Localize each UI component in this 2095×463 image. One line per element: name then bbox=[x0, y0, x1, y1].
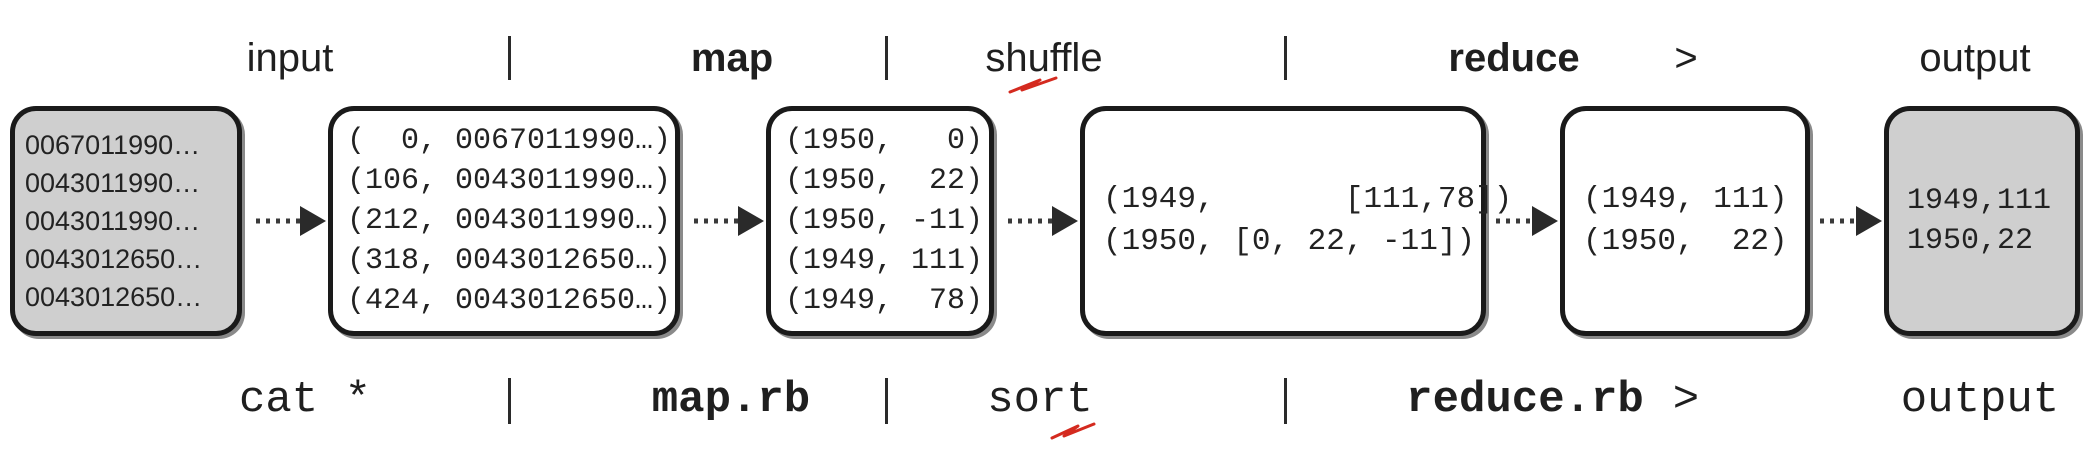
stage-label-shuffle: shuffle bbox=[985, 36, 1103, 80]
input-record: 0043011990… bbox=[25, 206, 201, 236]
map-output-pair: (1949, 111) bbox=[785, 244, 984, 278]
command-label-cat: cat * bbox=[238, 375, 372, 425]
arrow-reduce-to-output bbox=[1820, 206, 1882, 236]
stage-separator bbox=[508, 36, 511, 80]
input-records-box: 0067011990… 0043011990… 0043011990… 0043… bbox=[10, 106, 242, 336]
stage-separator bbox=[885, 36, 888, 80]
input-record: 0043011990… bbox=[25, 168, 201, 198]
command-separator bbox=[508, 378, 511, 424]
reduced-pair: (1949, 111) bbox=[1583, 182, 1788, 217]
map-output-pair: (1950, -11) bbox=[785, 204, 984, 238]
map-output-box: (1950, 0) (1950, 22) (1950, -11) (1949, … bbox=[766, 106, 994, 336]
reduced-pair: (1950, 22) bbox=[1583, 224, 1788, 259]
arrow-input-to-map bbox=[256, 206, 326, 236]
reduce-output-box: (1949, 111) (1950, 22) bbox=[1560, 106, 1810, 336]
stage-label-pipe: > bbox=[1674, 36, 1698, 80]
map-output-pair: (1950, 22) bbox=[785, 164, 984, 198]
command-label-reduce: reduce.rb bbox=[1406, 375, 1644, 425]
stage-label-input: input bbox=[246, 36, 334, 80]
command-label-map: map.rb bbox=[651, 375, 811, 425]
arrow-map-to-map-output bbox=[694, 206, 764, 236]
red-annotation-mark bbox=[1008, 76, 1058, 94]
stage-separator bbox=[1284, 36, 1287, 80]
map-input-pair: (318, 0043012650…) bbox=[347, 244, 672, 278]
map-output-pair: (1950, 0) bbox=[785, 124, 984, 158]
input-record: 0067011990… bbox=[25, 130, 201, 160]
red-annotation-mark bbox=[1050, 422, 1096, 440]
input-record: 0043012650… bbox=[25, 282, 203, 312]
command-label-pipe: > bbox=[1672, 375, 1700, 425]
grouped-pair: (1950, [0, 22, -11]) bbox=[1103, 224, 1476, 259]
map-output-pair: (1949, 78) bbox=[785, 284, 984, 318]
output-record: 1950,22 bbox=[1907, 224, 2034, 258]
stage-label-reduce: reduce bbox=[1448, 36, 1580, 80]
command-separator bbox=[1284, 378, 1287, 424]
map-input-pair: (424, 0043012650…) bbox=[347, 284, 672, 318]
final-output-box: 1949,111 1950,22 bbox=[1884, 106, 2080, 336]
arrow-shuffle-to-reduce bbox=[1496, 206, 1558, 236]
output-record: 1949,111 bbox=[1907, 184, 2052, 218]
arrow-map-output-to-shuffle bbox=[1008, 206, 1078, 236]
stage-label-output: output bbox=[1919, 36, 2031, 80]
map-input-pair: ( 0, 0067011990…) bbox=[347, 124, 672, 158]
command-label-sort: sort bbox=[987, 375, 1093, 425]
input-record: 0043012650… bbox=[25, 244, 203, 274]
command-separator bbox=[885, 378, 888, 424]
map-input-pair: (106, 0043011990…) bbox=[347, 164, 672, 198]
stage-label-map: map bbox=[690, 36, 774, 80]
command-label-output: output bbox=[1900, 375, 2060, 425]
map-input-pair: (212, 0043011990…) bbox=[347, 204, 672, 238]
shuffle-output-box: (1949, [111,78]) (1950, [0, 22, -11]) bbox=[1080, 106, 1512, 336]
map-input-box: ( 0, 0067011990…) (106, 0043011990…) (21… bbox=[328, 106, 680, 336]
